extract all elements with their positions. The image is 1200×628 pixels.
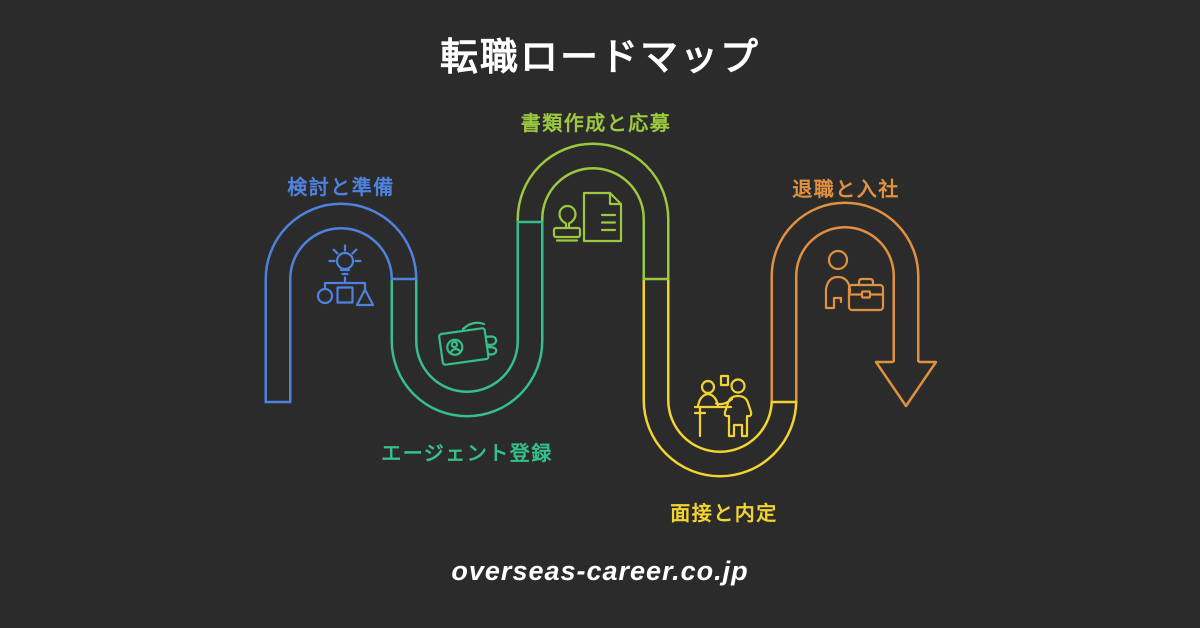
person-briefcase-icon	[824, 249, 885, 312]
document-stamp-icon	[552, 191, 623, 243]
stage2-label: エージェント登録	[381, 443, 553, 465]
road-interior	[267, 145, 917, 475]
stage5-label: 退職と入社	[792, 179, 900, 201]
interview-icon	[693, 374, 753, 438]
stage3-label: 書類作成と応募	[520, 113, 672, 135]
idea-options-icon	[316, 244, 375, 307]
page-title: 転職ロードマップ	[439, 37, 760, 79]
stage1-label: 検討と準備	[287, 177, 395, 199]
stage4-label: 面接と内定	[670, 503, 778, 525]
agent-card-icon	[438, 321, 498, 366]
site-url: overseas-career.co.jp	[451, 556, 749, 586]
arrow-down-icon	[874, 360, 938, 408]
